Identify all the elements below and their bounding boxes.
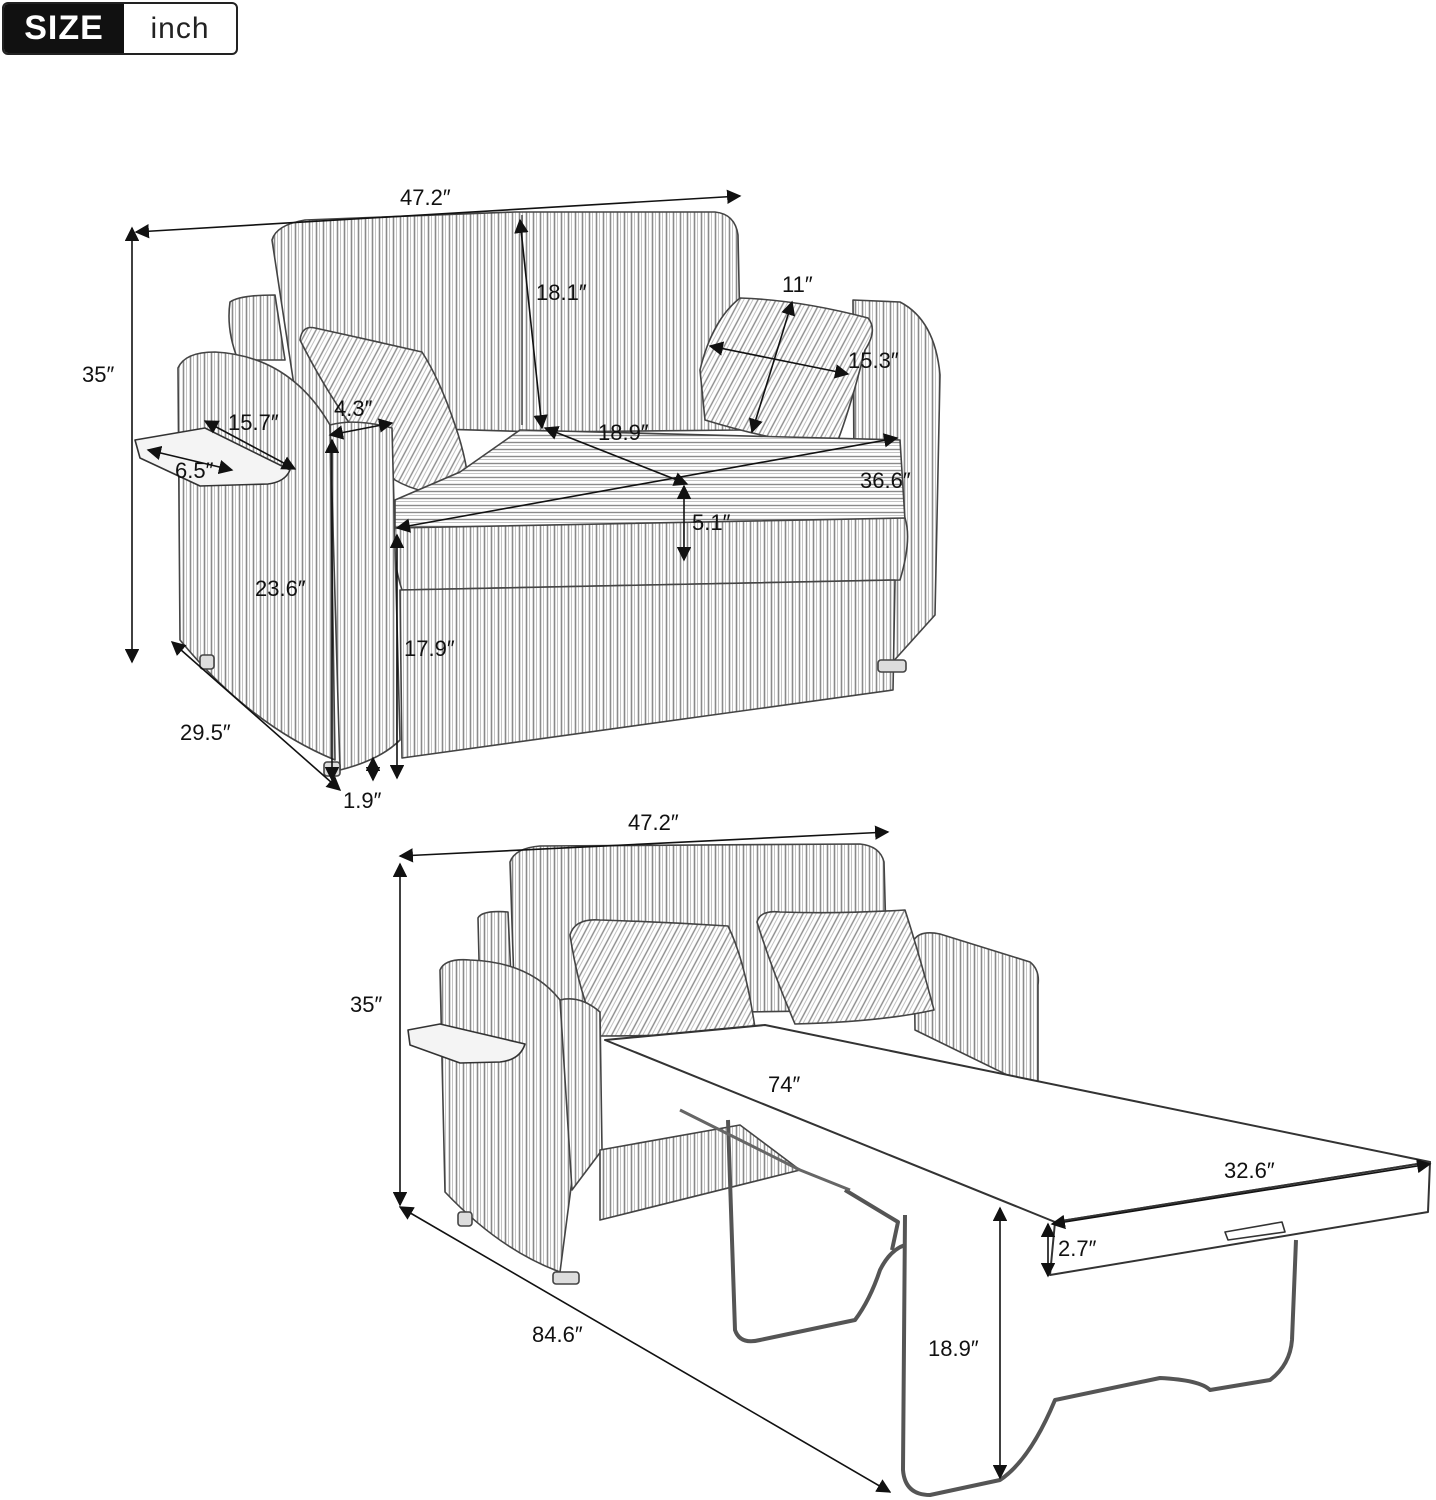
sofa-leg-height-label: 1.9″ <box>343 788 382 813</box>
bed-overall-length-label: 84.6″ <box>532 1322 583 1347</box>
sofa-cushion-thickness-label: 5.1″ <box>692 510 731 535</box>
size-label: SIZE <box>4 4 124 53</box>
sofa-back-height-label: 18.1″ <box>536 280 587 305</box>
sofa-overall-width-label: 47.2″ <box>400 185 451 210</box>
bed-overall-height-label: 35″ <box>350 992 382 1017</box>
sofa-overall-depth-label: 29.5″ <box>180 720 231 745</box>
bed-dimension-labels: 47.2″ 35″ 84.6″ 74″ 32.6″ 2.7″ 18.9″ <box>350 810 1275 1361</box>
sofa-tray-length-label: 15.7″ <box>228 410 279 435</box>
bed-height-label: 18.9″ <box>928 1336 979 1361</box>
sofa-pillow-height-label: 11″ <box>782 272 813 297</box>
sofa-tray-width-label: 6.5″ <box>175 458 214 483</box>
bed-mattress-width-label: 32.6″ <box>1224 1158 1275 1183</box>
sofa-seat-height-label: 17.9″ <box>404 636 455 661</box>
bed-dimension-lines <box>392 825 1432 1493</box>
sofa-overall-height-label: 35″ <box>82 362 114 387</box>
sofa-seat-depth-label: 18.9″ <box>598 420 649 445</box>
sofa-seat-width-label: 36.6″ <box>860 468 911 493</box>
bed-mattress-length-label: 74″ <box>768 1072 800 1097</box>
bed-mattress-thickness-label: 2.7″ <box>1058 1236 1097 1261</box>
sofa-arm-height-label: 23.6″ <box>255 576 306 601</box>
sofa-dimension-lines <box>124 189 899 791</box>
bed-overall-width-label: 47.2″ <box>628 810 679 835</box>
sofa-arm-width-label: 4.3″ <box>334 396 373 421</box>
size-badge: SIZE inch <box>2 2 238 55</box>
sofa-dimension-labels: 47.2″ 35″ 29.5″ 18.1″ 11″ 15.3″ 15.7″ 6.… <box>82 185 911 813</box>
sofa-pillow-width-label: 15.3″ <box>848 348 899 373</box>
unit-label: inch <box>150 11 210 45</box>
sofa-bed-illustration <box>407 843 1431 1497</box>
